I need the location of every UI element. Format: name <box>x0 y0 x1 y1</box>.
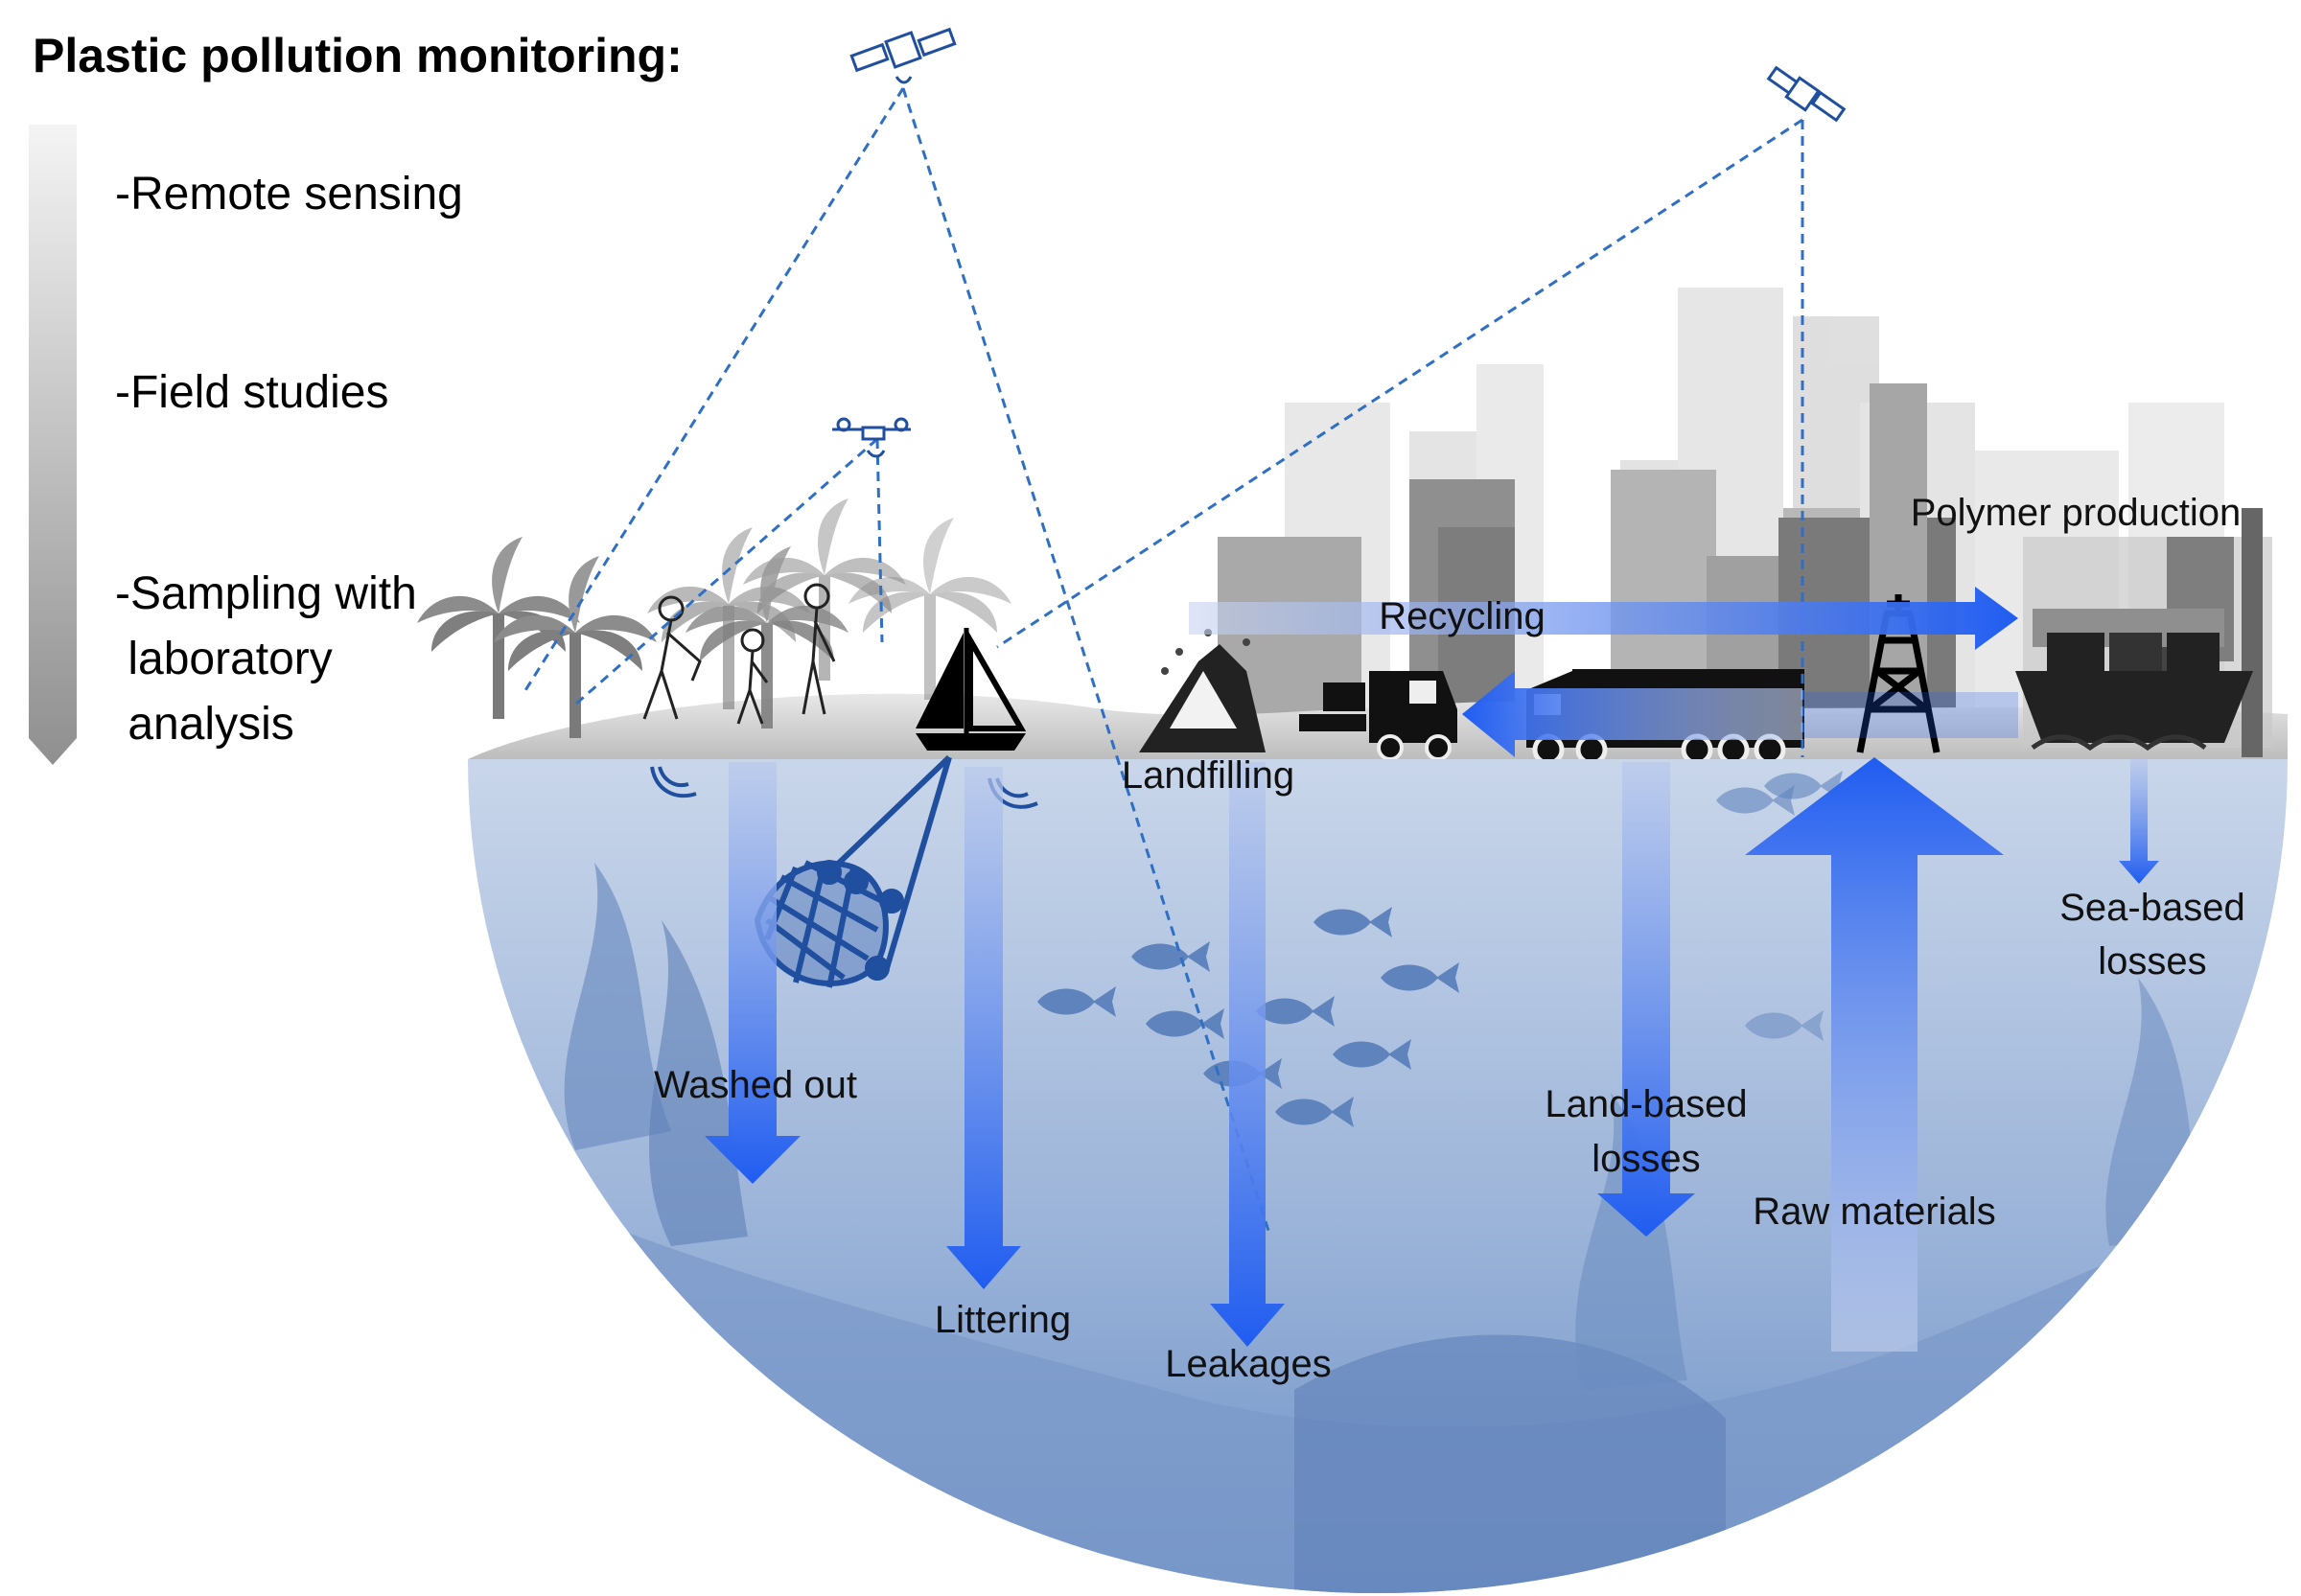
drone-icon <box>832 417 911 458</box>
leakages-arrow <box>1210 762 1285 1347</box>
label-raw-materials: Raw materials <box>1753 1191 1995 1233</box>
satellite-icon <box>849 27 957 84</box>
satellite-icon <box>1766 65 1847 123</box>
flow-arrows <box>705 587 2159 1352</box>
legend-item-sampling-line2: laboratory <box>115 634 333 684</box>
sea-based-losses-arrow <box>2119 759 2159 884</box>
label-land-based-line1: Land-based <box>1545 1083 1747 1125</box>
washed-out-arrow <box>705 762 801 1184</box>
van-icon <box>1299 671 1457 761</box>
land-based-losses-arrow <box>1597 762 1695 1237</box>
legend-title: Plastic pollution monitoring: <box>33 29 683 82</box>
label-sea-based-line1: Sea-based <box>2059 887 2244 929</box>
raw-materials-arrow <box>1745 757 2004 1352</box>
label-sea-based-line2: losses <box>2098 940 2206 983</box>
legend-item-sampling-line1: -Sampling with <box>115 568 417 619</box>
label-land-based-line2: losses <box>1592 1138 1700 1180</box>
label-leakages: Leakages <box>1165 1343 1331 1385</box>
ocean <box>468 759 2288 1593</box>
legend: Plastic pollution monitoring: -Remote se… <box>29 29 683 765</box>
label-littering: Littering <box>935 1299 1071 1341</box>
legend-item-remote-sensing: -Remote sensing <box>115 169 463 220</box>
landfill-icon <box>1139 629 1266 752</box>
person-icon <box>642 583 836 725</box>
flow-labels: Polymer production Recycling Landfilling… <box>654 492 2245 1385</box>
ship-icon <box>2015 609 2253 752</box>
legend-item-field-studies: -Field studies <box>115 367 388 418</box>
transport-arrow <box>1462 671 1802 757</box>
monitoring-scale-bar <box>29 125 77 765</box>
label-washed-out: Washed out <box>654 1064 857 1106</box>
label-recycling: Recycling <box>1379 595 1545 637</box>
monitoring-lines <box>521 87 1804 1237</box>
label-landfilling: Landfilling <box>1122 754 1294 797</box>
sailboat-icon <box>916 628 1027 751</box>
recycling-arrow <box>1189 587 2018 650</box>
label-polymer-production: Polymer production <box>1911 492 2242 534</box>
legend-item-sampling-line3: analysis <box>115 699 294 750</box>
net-icon <box>754 754 952 988</box>
littering-arrow <box>946 767 1021 1289</box>
